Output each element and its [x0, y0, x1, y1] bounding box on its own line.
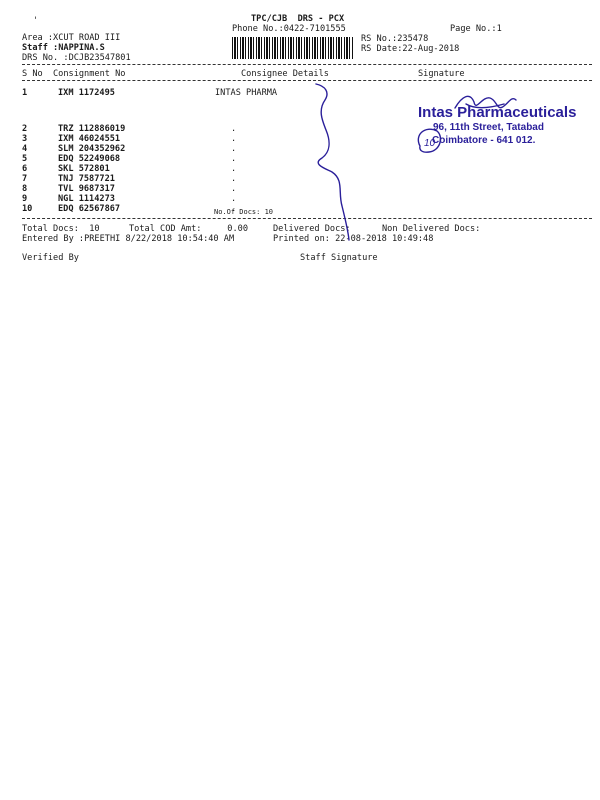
row-consignment-no: NGL 1114273 [58, 194, 115, 204]
row-sno: 3 [22, 134, 28, 144]
table-row: 7 TNJ 7587721. [0, 174, 600, 184]
table-row: 9 NGL 1114273. [0, 194, 600, 204]
row-consignee: . [231, 194, 237, 204]
rs-number: RS No.:235478 [361, 34, 429, 44]
column-header-signature: Signature [418, 69, 465, 79]
table-row: 3 IXM 46024551. [0, 134, 600, 144]
stamp-address: 96, 11th Street, Tatabad [433, 122, 544, 133]
stamp-company-name: Intas Pharmaceuticals [418, 104, 577, 121]
row-consignment-no: SLM 204352962 [58, 144, 126, 154]
printed-on: Printed on: 22-08-2018 10:49:48 [273, 234, 434, 244]
row-consignment-no: EDQ 52249068 [58, 154, 121, 164]
table-row: 10 EDQ 62567867. [0, 204, 600, 214]
report-title: TPC/CJB DRS - PCX [251, 14, 345, 24]
row-consignment-no: IXM 1172495 [58, 88, 115, 98]
stamp-city: Coimbatore - 641 012. [432, 135, 536, 146]
table-row: 6 SKL 572801. [0, 164, 600, 174]
drs-number: DRS No. :DCJB23547801 [22, 53, 131, 63]
table-row: 1 IXM 1172495 INTAS PHARMA [0, 88, 600, 98]
table-row: 5 EDQ 52249068. [0, 154, 600, 164]
row-sno: 10 [22, 204, 33, 214]
row-consignee: . [231, 184, 237, 194]
row-consignment-no: SKL 572801 [58, 164, 110, 174]
row-consignee: . [231, 174, 237, 184]
table-row: 8 TVL 9687317. [0, 184, 600, 194]
column-header-consignee: Consignee Details [241, 69, 329, 79]
column-header-sno: S No [22, 69, 43, 79]
row-consignment-no: IXM 46024551 [58, 134, 121, 144]
row-consignment-no: EDQ 62567867 [58, 204, 121, 214]
verified-by-label: Verified By [22, 253, 79, 263]
column-divider [22, 80, 592, 81]
handwritten-count: 10 [424, 138, 436, 149]
footer-divider [22, 218, 592, 219]
no-of-docs: No.Of Docs: 10 [214, 208, 274, 216]
row-consignee: INTAS PHARMA [215, 88, 278, 98]
row-sno: 8 [22, 184, 28, 194]
row-consignment-no: TRZ 112886019 [58, 124, 126, 134]
table-row: 2 TRZ 112886019. [0, 124, 600, 134]
row-consignee: . [231, 154, 237, 164]
row-consignee: . [231, 164, 237, 174]
row-consignee: . [231, 204, 237, 214]
row-sno: 1 [22, 88, 28, 98]
staff-signature-label: Staff Signature [300, 253, 378, 263]
total-docs: Total Docs: 10 [22, 224, 100, 234]
row-consignment-no: TNJ 7587721 [58, 174, 115, 184]
row-sno: 4 [22, 144, 28, 154]
row-consignee: . [231, 124, 237, 134]
row-sno: 7 [22, 174, 28, 184]
table-row: 4 SLM 204352962. [0, 144, 600, 154]
row-consignee: . [231, 134, 237, 144]
barcode-image [232, 37, 354, 59]
staff-field: Staff :NAPPINA.S [22, 43, 105, 53]
non-delivered-docs: Non Delivered Docs: [382, 224, 481, 234]
corner-mark: ' [33, 16, 39, 26]
header-divider [22, 64, 592, 65]
phone-number: Phone No.:0422-7101555 [232, 24, 346, 34]
rs-date: RS Date:22-Aug-2018 [361, 44, 460, 54]
row-consignee: . [231, 144, 237, 154]
delivered-docs: Delivered Docs: [273, 224, 351, 234]
area-field: Area :XCUT ROAD III [22, 33, 121, 43]
column-header-consignment: Consignment No [53, 69, 126, 79]
row-sno: 2 [22, 124, 28, 134]
page-number: Page No.:1 [450, 24, 502, 34]
entered-by: Entered By :PREETHI 8/22/2018 10:54:40 A… [22, 234, 235, 244]
row-sno: 9 [22, 194, 28, 204]
row-consignment-no: TVL 9687317 [58, 184, 115, 194]
row-sno: 5 [22, 154, 28, 164]
total-cod-amount: Total COD Amt: 0.00 [129, 224, 248, 234]
row-sno: 6 [22, 164, 28, 174]
